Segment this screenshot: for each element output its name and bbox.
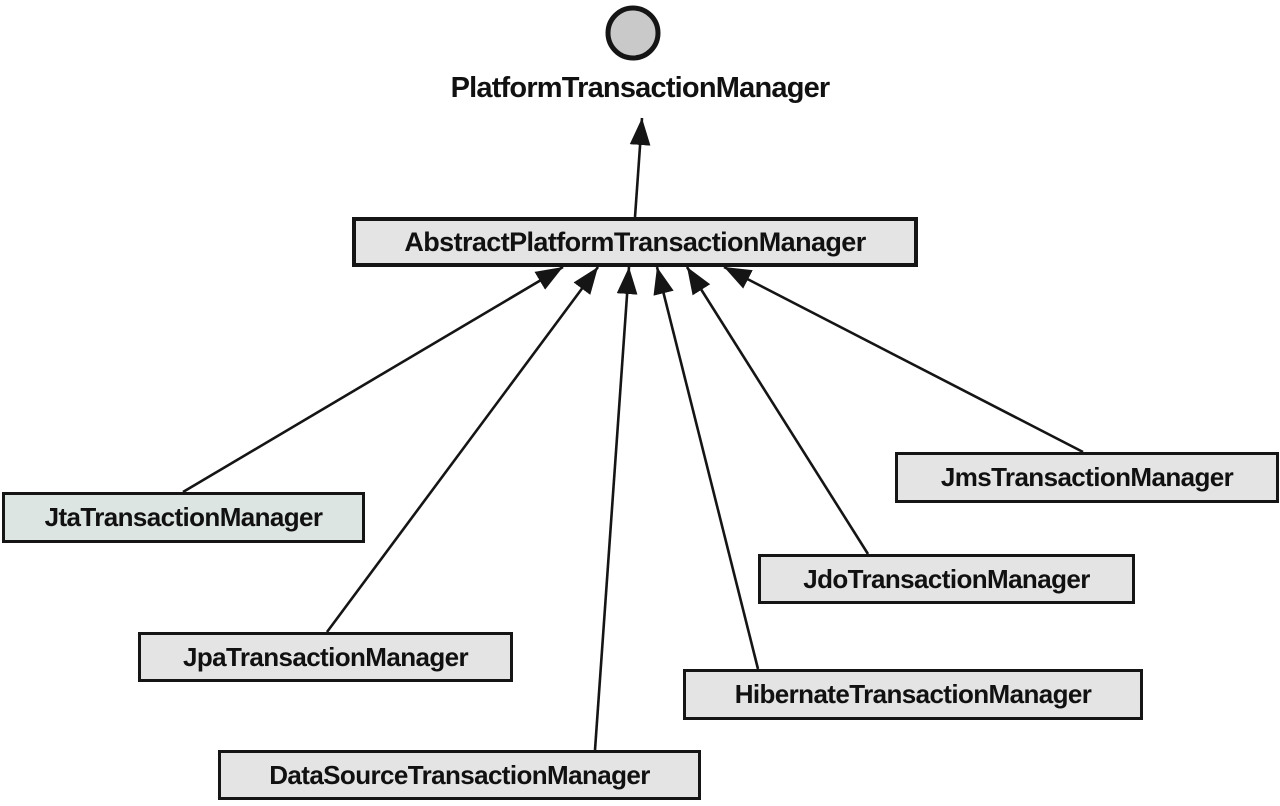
class-box-jms-transaction-manager: JmsTransactionManager — [895, 452, 1279, 503]
class-box-abstract-platform-transaction-manager: AbstractPlatformTransactionManager — [352, 217, 918, 267]
class-box-jpa-transaction-manager: JpaTransactionManager — [138, 632, 513, 682]
edge-jdo-extends-abstract — [685, 266, 870, 555]
class-box-jta-transaction-manager: JtaTransactionManager — [2, 492, 365, 543]
edge-hibernate-extends-abstract — [653, 266, 760, 670]
interface-circle-icon — [605, 5, 661, 61]
edge-datasource-extends-abstract — [593, 266, 638, 751]
class-box-datasource-transaction-manager: DataSourceTransactionManager — [218, 750, 701, 800]
edge-jpa-extends-abstract — [325, 266, 600, 633]
edge-jms-extends-abstract — [723, 265, 1084, 454]
interface-name-label: PlatformTransactionManager — [450, 72, 831, 104]
class-box-jdo-transaction-manager: JdoTransactionManager — [758, 554, 1135, 604]
edge-abstract-implements-interface — [629, 117, 651, 218]
edge-jta-extends-abstract — [182, 265, 564, 494]
class-box-hibernate-transaction-manager: HibernateTransactionManager — [683, 669, 1143, 720]
